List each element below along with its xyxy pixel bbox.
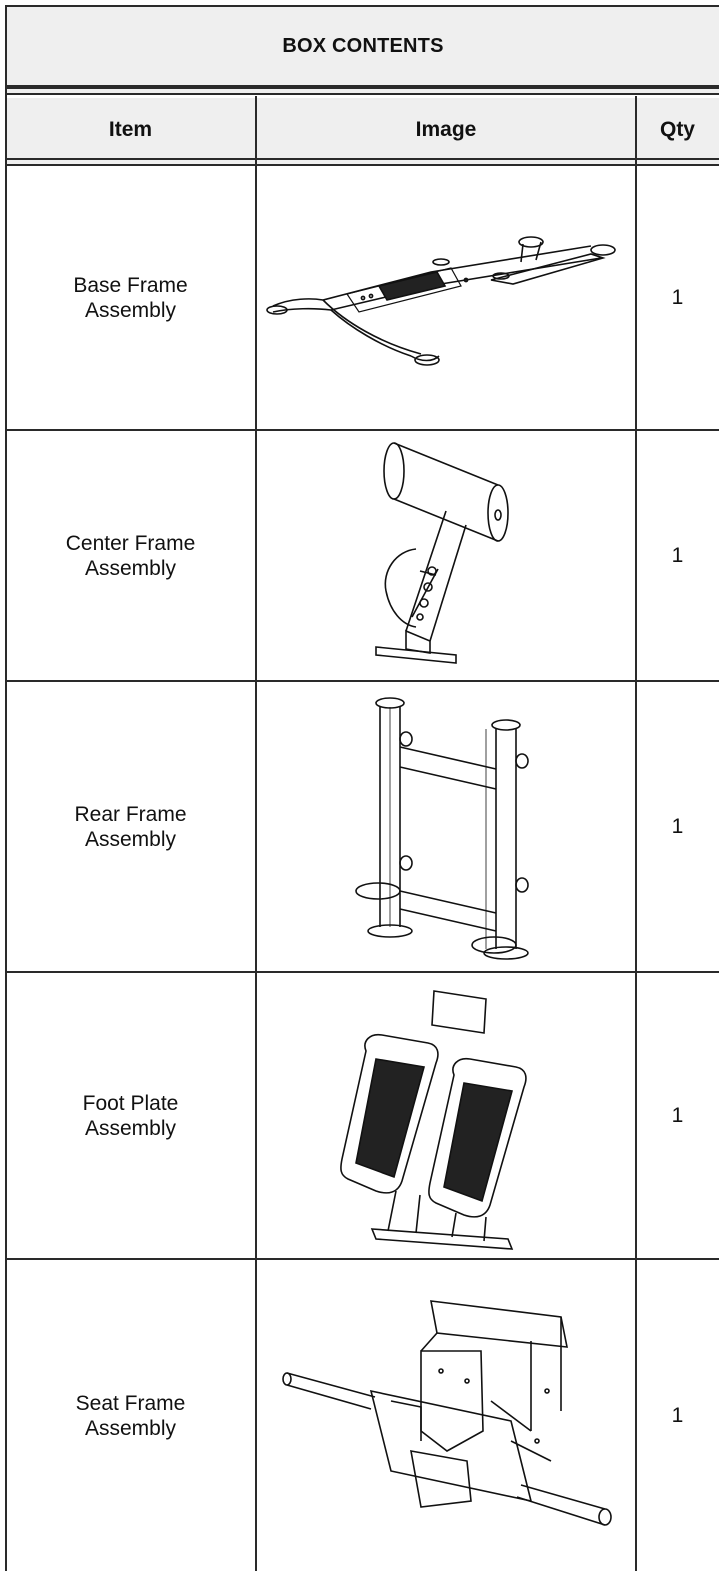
item-cell: Base Frame Assembly — [5, 166, 256, 429]
header-row: Item Image Qty — [5, 98, 719, 161]
item-name-line2: Assembly — [84, 298, 177, 322]
image-cell — [256, 431, 636, 680]
row-divider — [5, 971, 719, 973]
item-name-line1: Base Frame — [73, 273, 188, 297]
qty-cell: 1 — [671, 285, 684, 309]
qty-cell: 1 — [671, 1103, 684, 1127]
qty-cell: 1 — [671, 543, 684, 567]
item-name-line1: Center Frame — [65, 531, 196, 555]
center-frame-drawing-icon — [375, 441, 509, 664]
header-qty: Qty — [659, 117, 695, 141]
item-name-line2: Assembly — [84, 1116, 177, 1140]
header-image: Image — [415, 117, 477, 141]
box-contents-table: BOX CONTENTS Item Image Qty Base Frame A… — [5, 5, 719, 1571]
item-name-line2: Assembly — [84, 827, 177, 851]
item-name-line1: Seat Frame — [75, 1391, 186, 1415]
qty-cell: 1 — [671, 814, 684, 838]
item-name-line1: Rear Frame — [74, 802, 187, 826]
image-cell — [256, 973, 636, 1258]
seat-frame-drawing-icon — [282, 1299, 612, 1526]
row-divider — [5, 680, 719, 682]
item-cell: Rear Frame Assembly — [5, 682, 256, 971]
table-title-row: BOX CONTENTS — [5, 5, 719, 87]
image-cell — [256, 1260, 636, 1571]
item-name-line2: Assembly — [84, 556, 177, 580]
image-cell — [256, 166, 636, 429]
qty-cell: 1 — [671, 1403, 684, 1427]
row-divider — [5, 1258, 719, 1260]
item-cell: Foot Plate Assembly — [5, 973, 256, 1258]
item-cell: Center Frame Assembly — [5, 431, 256, 680]
row-divider — [5, 429, 719, 431]
divider — [5, 87, 719, 95]
column-divider — [255, 96, 257, 1571]
item-cell: Seat Frame Assembly — [5, 1260, 256, 1571]
border-left — [5, 5, 7, 1571]
header-item: Item — [108, 117, 153, 141]
base-frame-drawing-icon — [266, 235, 616, 366]
divider — [5, 158, 719, 166]
item-name-line2: Assembly — [84, 1416, 177, 1440]
column-divider — [635, 96, 637, 1571]
foot-plate-drawing-icon — [340, 989, 527, 1250]
item-name-line1: Foot Plate — [82, 1091, 179, 1115]
rear-frame-drawing-icon — [355, 696, 529, 960]
table-title: BOX CONTENTS — [282, 34, 444, 57]
image-cell — [256, 682, 636, 971]
